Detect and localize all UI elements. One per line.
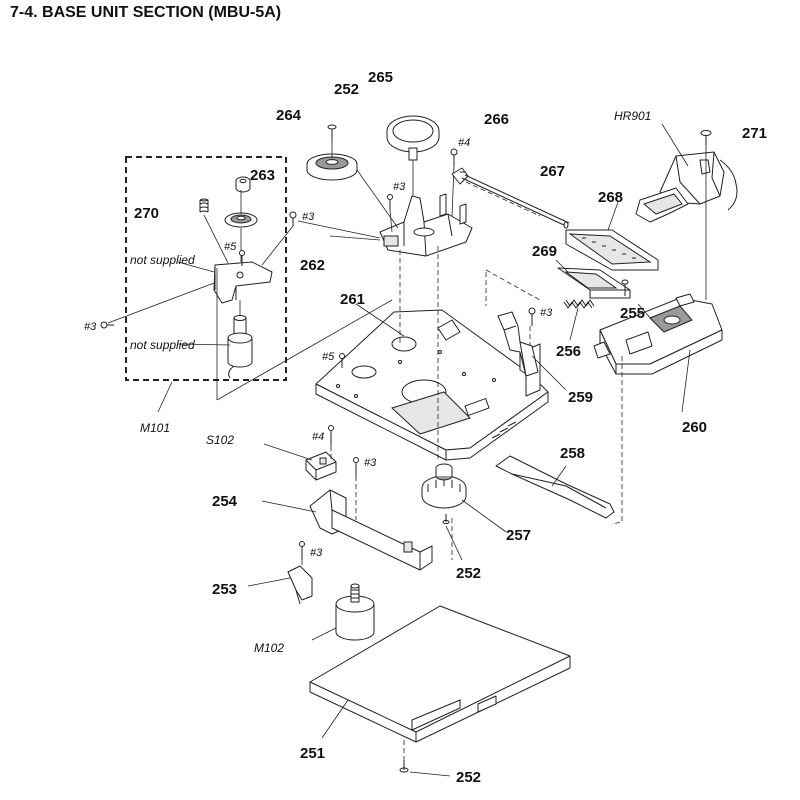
- part-266: [451, 167, 469, 185]
- part-262-bracket: [297, 169, 473, 257]
- not-supplied-box: [125, 156, 287, 381]
- screw-label-3-259: #3: [540, 307, 553, 319]
- part-261-chassis: [315, 303, 549, 461]
- screw-3-left: [100, 282, 215, 329]
- screw-252-bottom: [399, 760, 451, 777]
- label-268: 268: [598, 189, 623, 206]
- screw-label-3-left: #3: [84, 321, 97, 333]
- part-264-pulley: [306, 153, 358, 181]
- label-258: 258: [560, 445, 585, 462]
- screw-label-3-253: #3: [310, 547, 323, 559]
- label-256: 256: [556, 343, 581, 360]
- screw-5-box: [239, 250, 245, 266]
- label-259: 259: [568, 389, 593, 406]
- screw-label-5-chassis: #5: [322, 351, 335, 363]
- label-265: 265: [368, 69, 393, 86]
- part-268-rack: [565, 201, 659, 271]
- part-251-board: [309, 605, 571, 743]
- label-261: 261: [340, 291, 365, 308]
- part-265-gear: [386, 115, 440, 222]
- section-title: 7-4. BASE UNIT SECTION (MBU-5A): [10, 4, 282, 21]
- leader-m101-label: [157, 381, 173, 413]
- ref-s102: S102: [206, 433, 234, 447]
- screw-label-3-254: #3: [364, 457, 377, 469]
- part-m102-motor: [311, 583, 375, 641]
- label-257: 257: [506, 527, 531, 544]
- label-267: 267: [540, 163, 565, 180]
- ref-m101: M101: [140, 421, 170, 435]
- label-252-top: 252: [334, 81, 359, 98]
- screw-label-4-lower: #4: [312, 431, 324, 443]
- screw-3-box-right: [261, 211, 297, 266]
- screw-255: [621, 279, 629, 296]
- label-251: 251: [300, 745, 325, 762]
- screw-252-top: [327, 124, 337, 158]
- screw-label-5-box: #5: [224, 241, 237, 253]
- part-260-sled: [593, 293, 723, 413]
- screw-4-lower: [328, 425, 334, 462]
- label-255: 255: [620, 305, 645, 322]
- note-not-supplied-2: not supplied: [130, 338, 195, 352]
- ref-hr901: HR901: [614, 109, 651, 123]
- part-257-gear: [421, 463, 507, 533]
- label-260: 260: [682, 419, 707, 436]
- screw-3-top-262: [387, 194, 393, 233]
- part-motor-bracket: [203, 214, 273, 304]
- label-262: 262: [300, 257, 325, 274]
- part-263-ring: [235, 176, 251, 193]
- label-269: 269: [532, 243, 557, 260]
- label-253: 253: [212, 581, 237, 598]
- part-pulley-m101: [224, 190, 258, 228]
- leader-not-supplied-2: [177, 343, 231, 346]
- part-hr901-head: [635, 123, 738, 300]
- guide-line-258: [611, 356, 623, 525]
- part-259-bracket: [497, 307, 567, 391]
- screw-label-4-262: #4: [458, 137, 470, 149]
- part-269-gear-rack: [555, 259, 631, 299]
- part-270-spring: [199, 198, 209, 213]
- part-267-shaft: [461, 174, 570, 229]
- label-264: 264: [276, 107, 302, 124]
- screw-label-3-262: #3: [393, 181, 406, 193]
- label-252-bottom: 252: [456, 769, 481, 786]
- label-266: 266: [484, 111, 509, 128]
- label-254: 254: [212, 493, 238, 510]
- screw-252-mid: [442, 514, 463, 561]
- ref-m102: M102: [254, 641, 284, 655]
- screw-5-chassis: [339, 353, 345, 368]
- leader-m101-2: [216, 299, 393, 401]
- part-s102-switch: [263, 443, 337, 481]
- label-270: 270: [134, 205, 159, 222]
- part-m101-motor: [227, 300, 253, 379]
- screw-3-lower-254: [353, 457, 359, 520]
- part-258-flex-cable: [495, 455, 615, 519]
- screw-label-3-box: #3: [302, 211, 315, 223]
- screw-4-top-262: [450, 148, 458, 217]
- screw-271: [700, 130, 712, 146]
- note-not-supplied-1: not supplied: [130, 253, 195, 267]
- label-252-mid: 252: [456, 565, 481, 582]
- part-253-lever: [247, 565, 313, 605]
- part-254-slider: [261, 489, 433, 571]
- leader-not-supplied-1: [177, 261, 215, 273]
- part-256-spring: [563, 299, 595, 341]
- label-271: 271: [742, 125, 767, 142]
- label-263: 263: [250, 167, 275, 184]
- guide-line-259: [485, 269, 541, 306]
